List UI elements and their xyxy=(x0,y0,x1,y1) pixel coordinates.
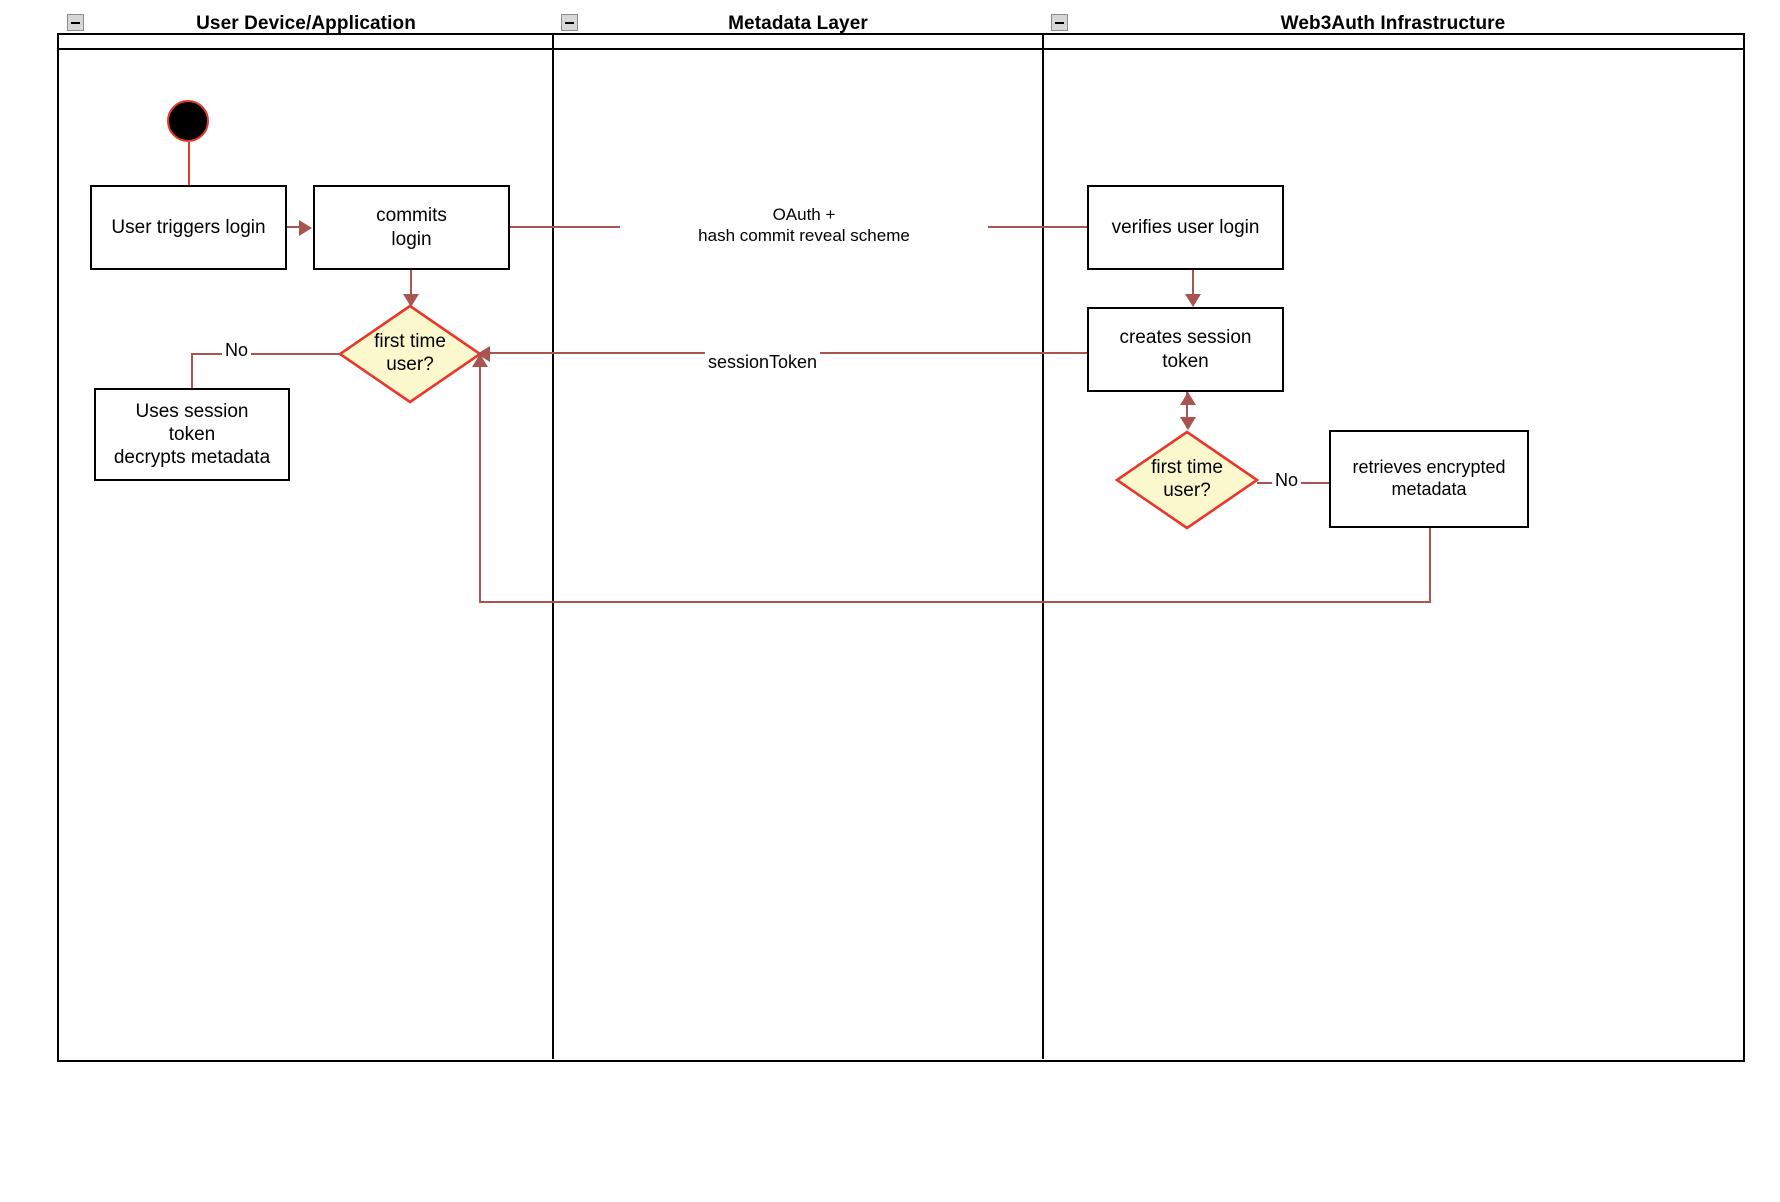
lane-title-metadata: Metadata Layer xyxy=(728,13,868,34)
node-commits-login[interactable]: commits login xyxy=(313,185,510,270)
edge-return-left xyxy=(479,601,1431,603)
edge-trigger-to-commits xyxy=(287,226,304,228)
collapse-minus-icon[interactable] xyxy=(1051,14,1068,31)
edge-label-no-right: No xyxy=(1272,470,1302,491)
node-verifies-user-login[interactable]: verifies user login xyxy=(1087,185,1284,270)
edge-start-to-trigger xyxy=(188,142,190,186)
lane-header-metadata[interactable]: Metadata Layer xyxy=(553,0,1043,50)
lane-title-web3auth: Web3Auth Infrastructure xyxy=(1280,13,1506,34)
node-first-time-user-right[interactable]: first time user? xyxy=(1114,430,1260,530)
node-label: Uses session token decrypts metadata xyxy=(113,400,271,469)
edge-label-session-token: sessionToken xyxy=(705,352,821,373)
lane-divider-2 xyxy=(1042,34,1044,1059)
edge-label-no-left: No xyxy=(222,340,252,361)
arrowhead-down xyxy=(403,294,419,307)
lane-divider-1 xyxy=(552,34,554,1059)
lane-header-web3auth[interactable]: Web3Auth Infrastructure xyxy=(1043,0,1743,50)
node-label: User triggers login xyxy=(111,216,266,238)
node-label: verifies user login xyxy=(1111,216,1260,238)
swimlane-pool xyxy=(57,33,1745,1062)
node-label: commits login xyxy=(376,205,447,250)
node-uses-session-token[interactable]: Uses session token decrypts metadata xyxy=(94,388,290,481)
edge-return-up xyxy=(479,365,481,603)
node-label: creates session token xyxy=(1119,327,1252,372)
initial-node[interactable] xyxy=(167,100,209,142)
edge-return-down xyxy=(1429,528,1431,603)
node-creates-session-token[interactable]: creates session token xyxy=(1087,307,1284,392)
lane-header-user[interactable]: User Device/Application xyxy=(59,0,553,50)
edge-decision-no-left xyxy=(191,353,341,355)
node-first-time-user-left[interactable]: first time user? xyxy=(337,304,483,404)
arrowhead-up xyxy=(1180,392,1196,405)
edge-verifies-to-creates xyxy=(1192,270,1194,300)
decision-diamond-shape xyxy=(337,304,483,404)
edge-label-oauth: OAuth + hash commit reveal scheme xyxy=(620,204,988,247)
node-user-triggers-login[interactable]: User triggers login xyxy=(90,185,287,270)
node-retrieves-encrypted-metadata[interactable]: retrieves encrypted metadata xyxy=(1329,430,1529,528)
arrowhead-up xyxy=(472,354,488,367)
decision-diamond-shape xyxy=(1114,430,1260,530)
arrowhead-down xyxy=(1180,417,1196,430)
lane-title-user: User Device/Application xyxy=(196,13,416,34)
arrowhead-down xyxy=(1185,294,1201,307)
arrowhead-right xyxy=(299,220,312,236)
node-label: retrieves encrypted metadata xyxy=(1352,457,1506,499)
collapse-minus-icon[interactable] xyxy=(561,14,578,31)
edge-commits-to-decision xyxy=(410,270,412,300)
edge-no-left-down xyxy=(191,353,193,389)
edge-creates-to-decision-right xyxy=(1186,392,1188,428)
collapse-minus-icon[interactable] xyxy=(67,14,84,31)
